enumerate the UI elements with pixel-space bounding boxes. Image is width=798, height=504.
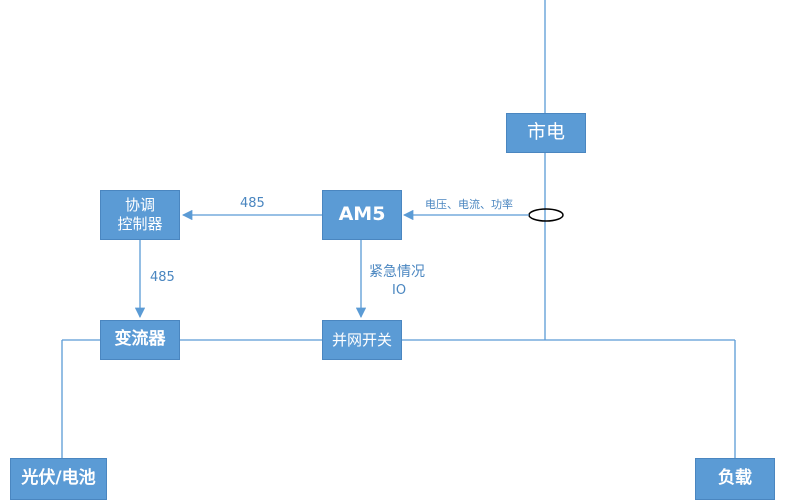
load-box: 负载 xyxy=(695,458,775,500)
am5-coordinator-protocol-label: 485 xyxy=(240,196,265,211)
inverter-label: 变流器 xyxy=(114,329,166,350)
am5-label: AM5 xyxy=(338,203,386,226)
coordinator-label-line2: 控制器 xyxy=(117,215,163,233)
emergency-label: 紧急情况 xyxy=(369,264,425,280)
coordinator-box: 协调 控制器 xyxy=(100,190,180,240)
grid-switch-box: 并网开关 xyxy=(322,320,402,360)
pv-battery-label: 光伏/电池 xyxy=(21,468,96,489)
pv-battery-box: 光伏/电池 xyxy=(10,458,107,500)
current-sensor-ellipse xyxy=(528,208,564,222)
measurement-label: 电压、电流、功率 xyxy=(425,198,513,211)
load-label: 负载 xyxy=(718,468,752,489)
coordinator-inverter-protocol-label: 485 xyxy=(150,270,175,285)
inverter-box: 变流器 xyxy=(100,320,180,360)
io-label: IO xyxy=(392,283,407,298)
grid-switch-label: 并网开关 xyxy=(331,330,392,349)
grid-label: 市电 xyxy=(526,121,565,144)
coordinator-label-line1: 协调 xyxy=(124,196,155,215)
am5-box: AM5 xyxy=(322,190,402,240)
grid-box: 市电 xyxy=(506,113,586,153)
